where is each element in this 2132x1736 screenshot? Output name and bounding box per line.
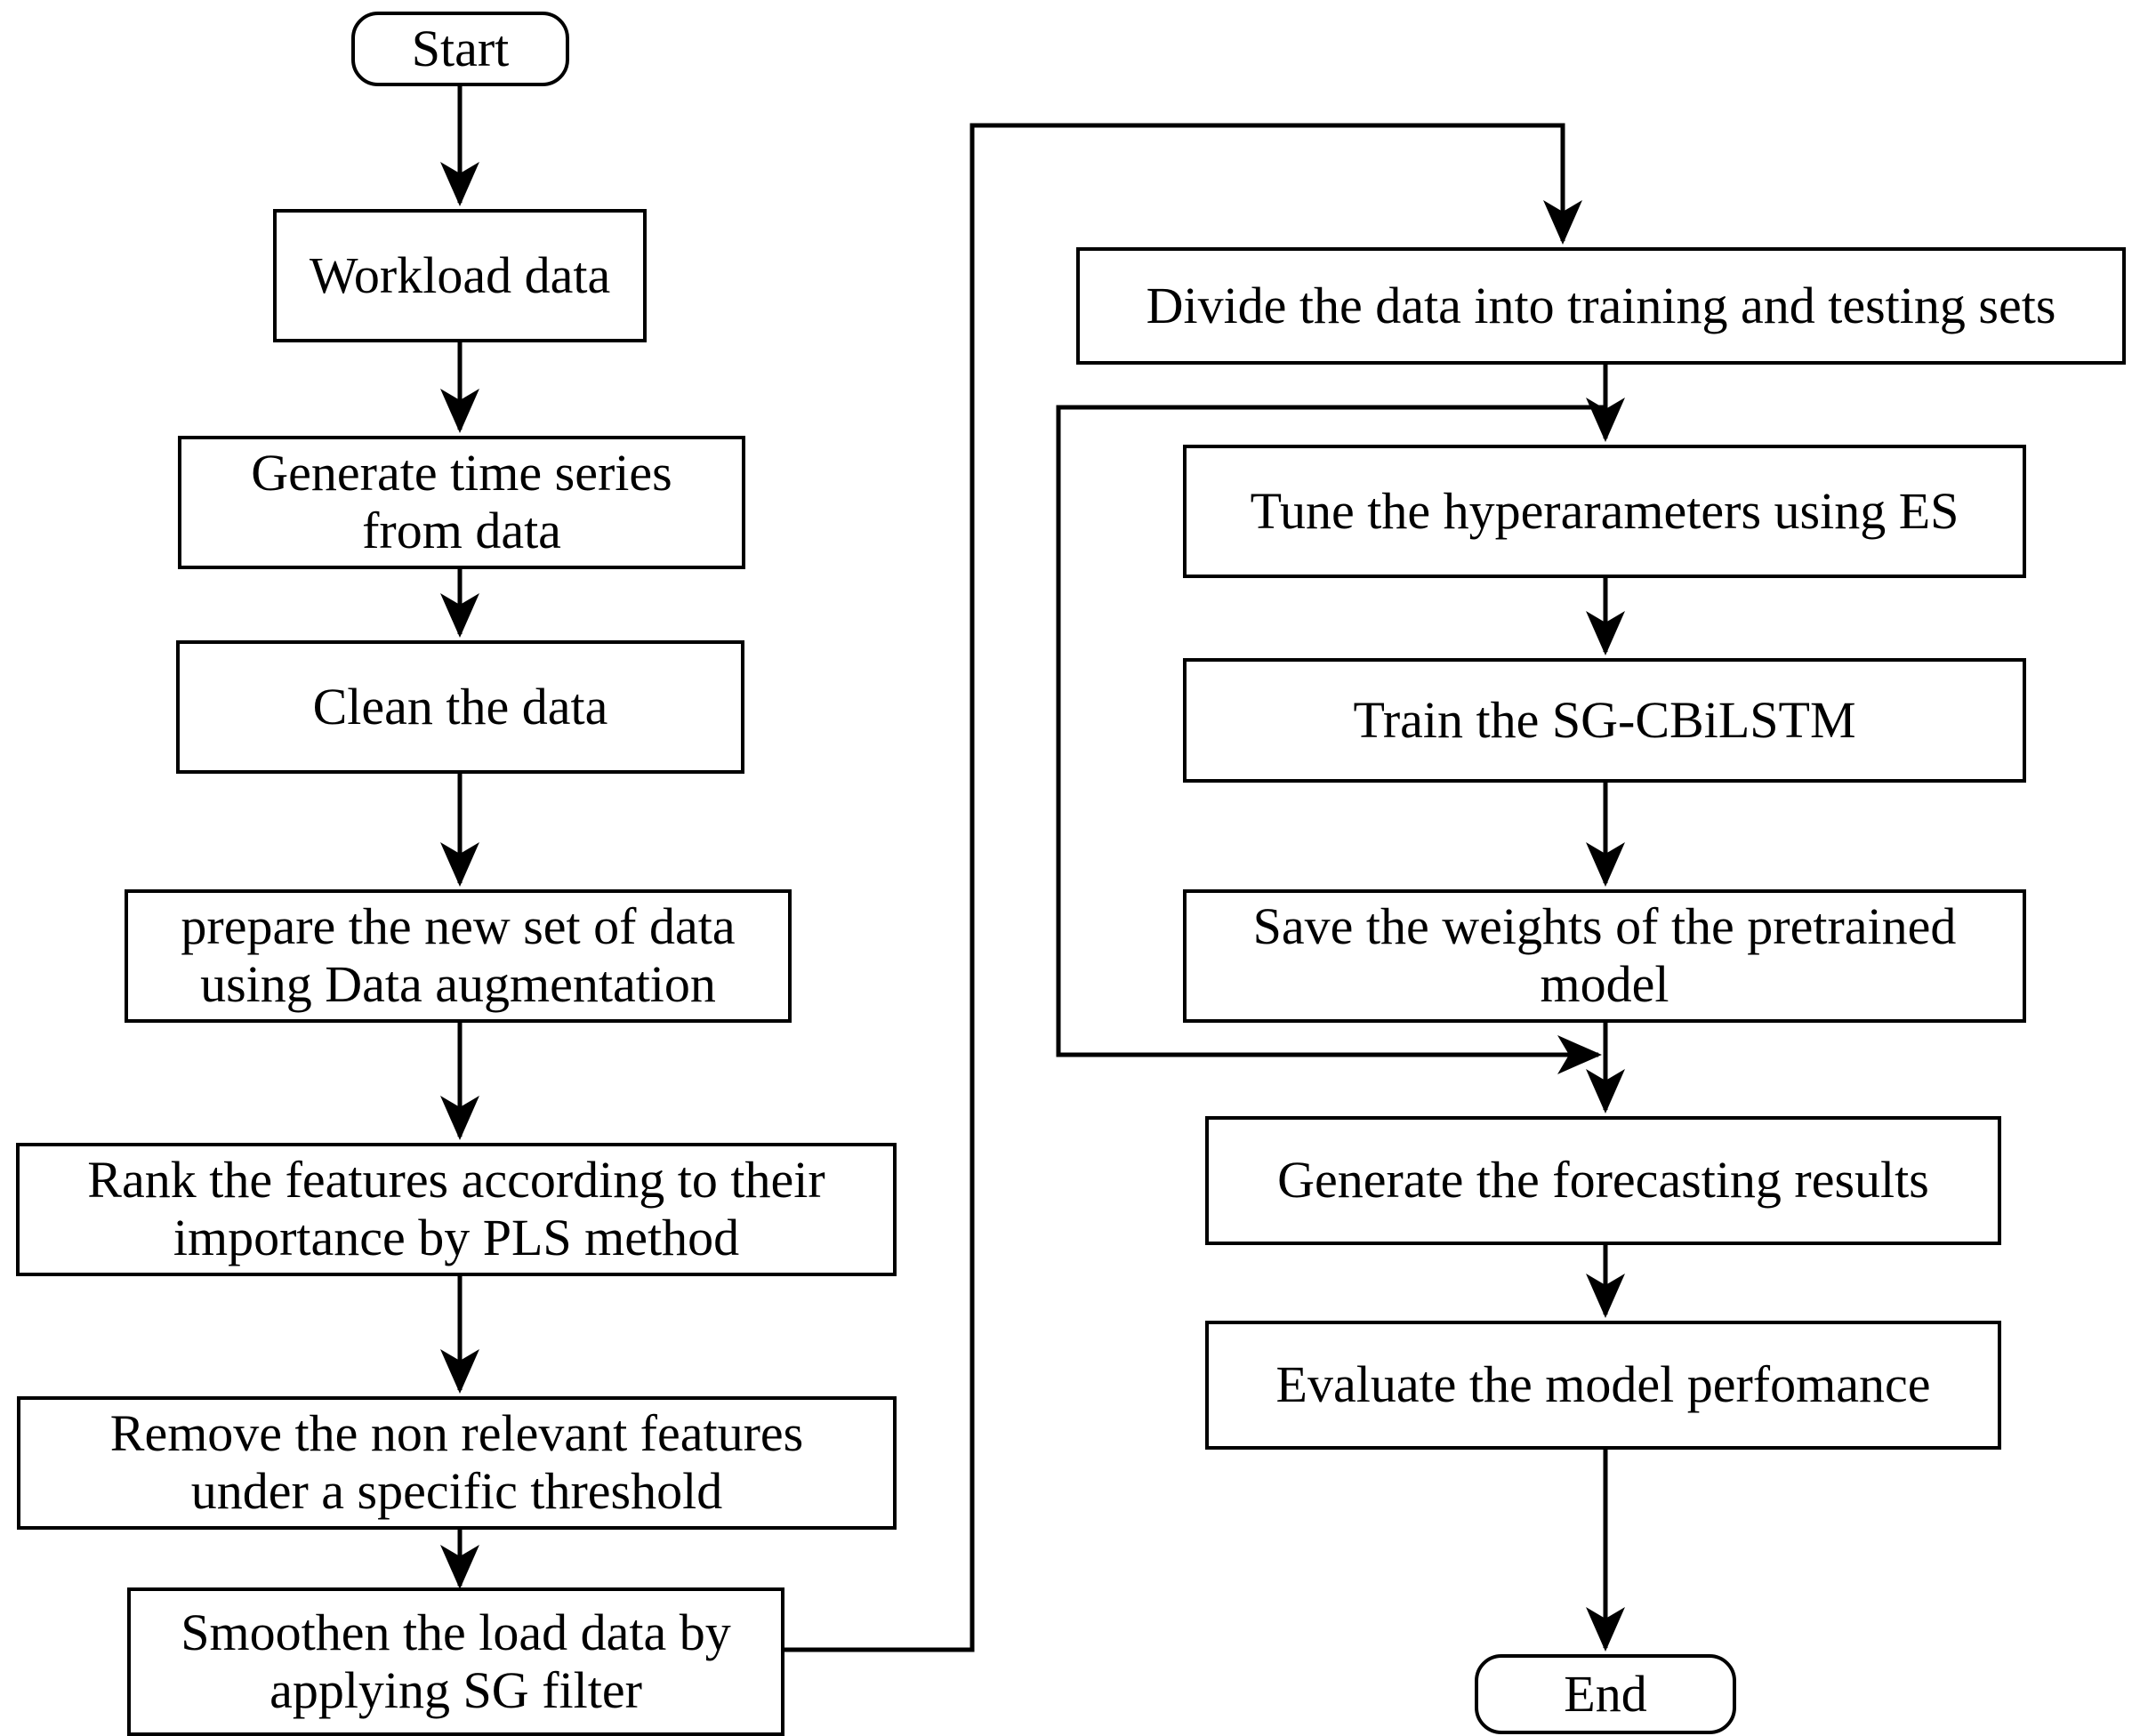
node-generate-time-series[interactable]: Generate time series from data xyxy=(178,436,745,569)
node-rank-features-label: Rank the features according to their imp… xyxy=(87,1151,825,1266)
node-divide-data[interactable]: Divide the data into training and testin… xyxy=(1076,247,2126,365)
node-start-label: Start xyxy=(411,19,510,77)
node-generate-forecasts[interactable]: Generate the forecasting results xyxy=(1205,1116,2001,1245)
node-prepare-new-set[interactable]: prepare the new set of data using Data a… xyxy=(125,889,792,1023)
node-smoothen-load-data[interactable]: Smoothen the load data by applying SG fi… xyxy=(127,1587,784,1736)
node-divide-data-label: Divide the data into training and testin… xyxy=(1146,276,2056,334)
node-workload-data[interactable]: Workload data xyxy=(273,209,647,342)
node-generate-forecasts-label: Generate the forecasting results xyxy=(1277,1151,1929,1210)
node-evaluate-model[interactable]: Evaluate the model perfomance xyxy=(1205,1321,2001,1450)
node-start[interactable]: Start xyxy=(351,12,569,86)
node-generate-time-series-label: Generate time series from data xyxy=(251,444,672,559)
node-remove-features[interactable]: Remove the non relevant features under a… xyxy=(17,1396,897,1530)
node-save-weights-label: Save the weights of the pretrained model xyxy=(1252,897,1957,1013)
node-tune-hyperparameters-label: Tune the hyperarameters using ES xyxy=(1250,481,1959,540)
node-save-weights[interactable]: Save the weights of the pretrained model xyxy=(1183,889,2026,1023)
node-tune-hyperparameters[interactable]: Tune the hyperarameters using ES xyxy=(1183,445,2026,578)
node-train-model-label: Train the SG-CBiLSTM xyxy=(1353,690,1856,749)
node-prepare-new-set-label: prepare the new set of data using Data a… xyxy=(181,897,736,1013)
node-rank-features[interactable]: Rank the features according to their imp… xyxy=(16,1143,897,1276)
node-workload-data-label: Workload data xyxy=(309,245,611,304)
node-clean-the-data[interactable]: Clean the data xyxy=(176,640,744,774)
node-smoothen-load-data-label: Smoothen the load data by applying SG fi… xyxy=(181,1603,731,1719)
node-clean-the-data-label: Clean the data xyxy=(312,677,608,735)
node-remove-features-label: Remove the non relevant features under a… xyxy=(109,1404,804,1520)
node-end[interactable]: End xyxy=(1475,1654,1736,1734)
node-end-label: End xyxy=(1564,1664,1647,1723)
node-train-model[interactable]: Train the SG-CBiLSTM xyxy=(1183,658,2026,783)
node-evaluate-model-label: Evaluate the model perfomance xyxy=(1275,1355,1931,1414)
